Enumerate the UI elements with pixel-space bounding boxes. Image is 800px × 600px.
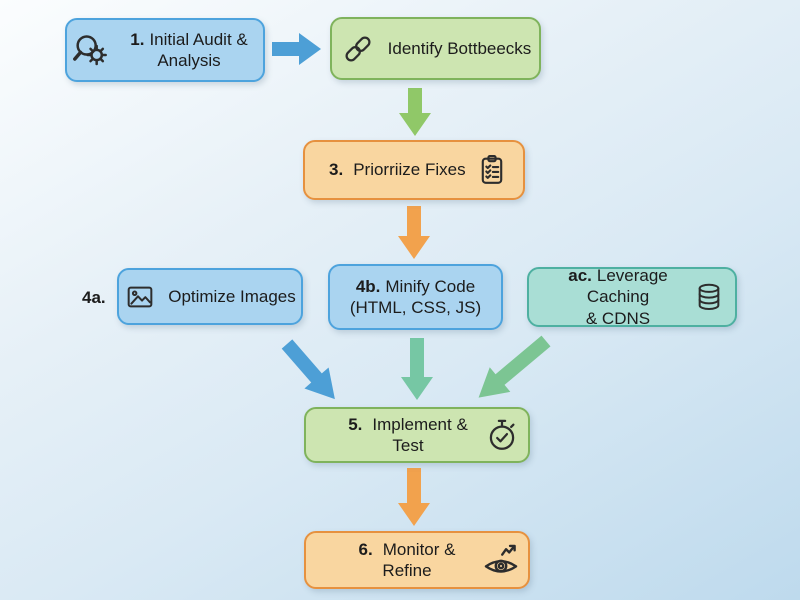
eye-trend-icon: [482, 541, 520, 579]
node-leverage-caching[interactable]: ac.Leverage Caching & CDNS: [527, 265, 737, 329]
node-initial-audit-text: 1.Initial Audit & Analysis: [118, 29, 260, 72]
node-label-line2: (HTML, CSS, JS): [349, 298, 482, 317]
node-label-line2: & CDNS: [585, 308, 651, 328]
node-prioritize-text: 3. Priorriize Fixes: [329, 159, 466, 180]
node-implement-text: 5. Implement & Test: [332, 414, 484, 457]
arrow-minify-to-implement: [401, 338, 433, 400]
node-prioritize-fixes[interactable]: 3. Priorriize Fixes: [303, 140, 525, 200]
arrow-implement-to-monitor: [398, 468, 430, 526]
node-number: 1.: [130, 29, 145, 49]
arrow-prioritize-to-minify: [398, 206, 430, 259]
arrow-audit-to-identify: [272, 33, 321, 65]
database-icon: [693, 281, 725, 313]
node-monitor-text: 6. Monitor & Refine: [332, 539, 482, 582]
node-label: Monitor & Refine: [382, 539, 456, 580]
node-optimize-images[interactable]: Optimize Images: [117, 268, 303, 325]
node-label: Priorriize Fixes: [353, 160, 466, 180]
node-number: ac.: [568, 266, 592, 286]
link-icon: [340, 31, 376, 67]
node-minify-code[interactable]: 4b.Minify Code (HTML, CSS, JS): [328, 264, 503, 330]
arrow-identify-to-prioritize: [399, 88, 431, 136]
node-number: 3.: [329, 160, 344, 180]
node-label: Minify Code: [385, 276, 476, 296]
node-label: Initial Audit & Analysis: [149, 29, 248, 70]
node-initial-audit[interactable]: 1.Initial Audit & Analysis: [65, 18, 265, 82]
arrow-optimize-to-implement: [281, 339, 335, 400]
clipboard-check-icon: [475, 153, 509, 187]
node-label: Optimize Images: [168, 286, 296, 306]
node-label: Leverage Caching: [586, 266, 668, 307]
node-minify-text: 4b.Minify Code (HTML, CSS, JS): [350, 276, 481, 319]
node-caching-text: ac.Leverage Caching & CDNS: [543, 265, 693, 329]
node-monitor-refine[interactable]: 6. Monitor & Refine: [304, 531, 530, 589]
search-gear-icon: [70, 30, 110, 70]
node-number: 6.: [358, 539, 373, 559]
node-number: 4b.: [355, 276, 381, 296]
image-icon: [124, 281, 156, 313]
label-4a: 4a.: [82, 288, 106, 307]
arrow-caching-to-implement: [478, 335, 551, 398]
node-label: Identify Bottbeecks: [387, 38, 532, 58]
stopwatch-check-icon: [484, 417, 520, 453]
node-optimize-text: Optimize Images: [168, 286, 296, 307]
node-implement-test[interactable]: 5. Implement & Test: [304, 407, 530, 463]
node-label: Implement & Test: [372, 414, 468, 455]
node-identify-bottlenecks[interactable]: Identify Bottbeecks: [330, 17, 541, 80]
node-identify-bottlenecks-text: Identify Bottbeecks: [388, 38, 532, 59]
node-number: 5.: [348, 414, 363, 434]
